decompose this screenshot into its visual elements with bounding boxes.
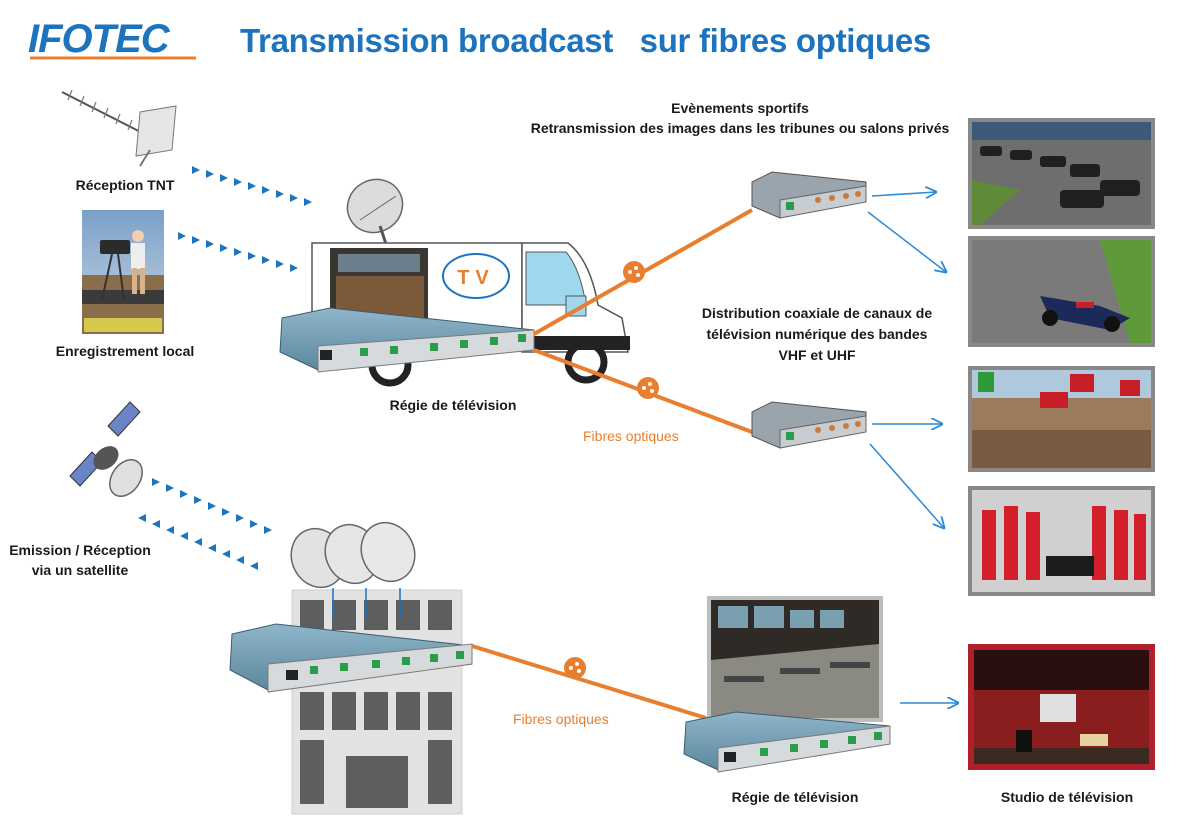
teleport-building-icon (290, 521, 463, 815)
local-recording-photo (82, 210, 164, 334)
label-distribution-line2: télévision numérique des bandes (706, 326, 928, 342)
label-emission-line2: via un satellite (31, 562, 129, 578)
label-enregistrement-local: Enregistrement local (55, 343, 195, 359)
label-reception-tnt: Réception TNT (75, 177, 175, 193)
label-emission-line1: Emission / Réception (9, 542, 151, 558)
rack-unit-bottom (683, 711, 891, 773)
label-evenements: Evènements sportifs Retransmission des i… (510, 98, 970, 138)
label-distribution-line3: VHF et UHF (778, 347, 856, 363)
rack-unit-building (229, 623, 473, 693)
receiver-box-upper (751, 171, 867, 219)
label-fibres-top: Fibres optiques (583, 428, 679, 444)
label-evenements-line1: Evènements sportifs (671, 100, 809, 116)
photo-race-car (968, 236, 1155, 347)
label-evenements-line2: Retransmission des images dans les tribu… (530, 120, 950, 136)
tnt-antenna-icon (61, 89, 177, 167)
recording-signal-arrows (178, 232, 298, 272)
label-regie-bottom: Régie de télévision (731, 789, 859, 805)
tnt-signal-arrows (192, 166, 312, 206)
rack-unit-top (279, 307, 535, 373)
fiber-link-bottom (471, 644, 707, 720)
satellite-downlink-arrows (138, 514, 258, 570)
coax-arrows (867, 192, 958, 703)
photo-control-room (707, 596, 883, 722)
label-regie-top: Régie de télévision (389, 397, 517, 413)
label-distribution-line1: Distribution coaxiale de canaux de (701, 305, 933, 321)
label-emission: Emission / Réception via un satellite (0, 540, 160, 580)
photo-pit-crew (968, 486, 1155, 596)
satellite-icon (69, 401, 143, 497)
page-title: Transmission broadcast sur fibres optiqu… (240, 22, 931, 59)
receiver-box-lower (751, 401, 867, 449)
photo-crowd (968, 366, 1155, 472)
ifotec-logo: IFOTEC (28, 17, 196, 61)
photo-race-grid (968, 118, 1155, 229)
fiber-link-top-lower (533, 348, 753, 434)
satellite-uplink-arrows (152, 478, 272, 534)
tv-badge: TV (457, 267, 495, 289)
photo-studio (968, 644, 1155, 770)
label-distribution: Distribution coaxiale de canaux de télév… (686, 303, 948, 366)
label-fibres-bottom: Fibres optiques (513, 711, 609, 727)
fiber-link-top-upper (533, 208, 753, 336)
label-studio: Studio de télévision (1000, 789, 1134, 805)
svg-text:IFOTEC: IFOTEC (28, 17, 171, 61)
